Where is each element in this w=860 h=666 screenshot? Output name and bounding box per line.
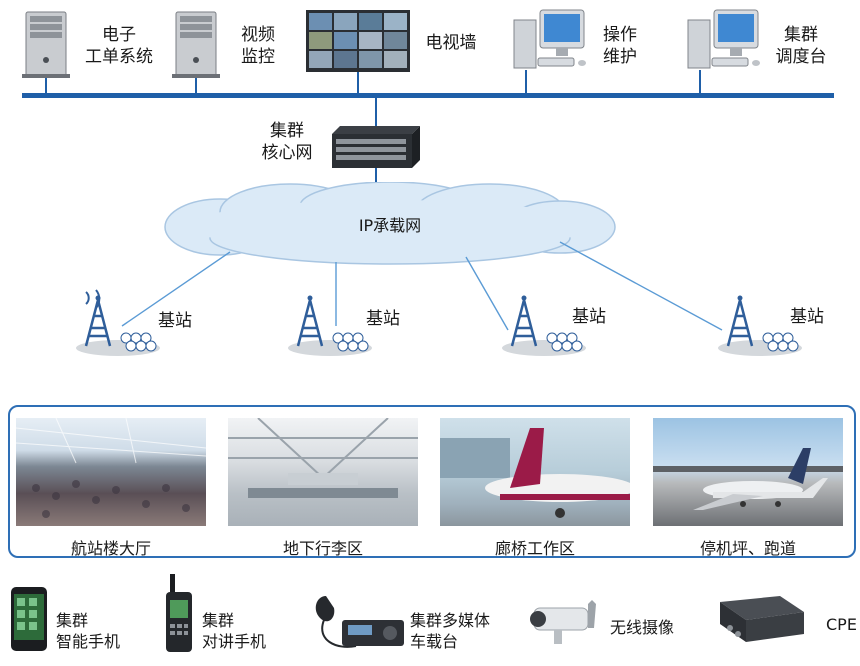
connector-line — [525, 70, 527, 94]
wireless-camera-icon — [530, 600, 596, 644]
terminal-label: CPE — [826, 615, 857, 634]
ops-label: 操作 维护 — [603, 25, 637, 67]
walkie-talkie-icon — [166, 574, 192, 652]
ework-label: 电子 工单系统 — [85, 25, 153, 67]
server-tower-icon — [172, 11, 220, 78]
scenes-panel — [8, 405, 856, 558]
terminal-label: 集群 智能手机 — [56, 611, 121, 651]
link-lines — [121, 241, 723, 331]
terminal-label: 无线摄像 — [610, 618, 675, 637]
cell-tower-icon — [502, 295, 586, 356]
core-label: 集群 核心网 — [261, 121, 313, 163]
base-station-label: 基站 — [158, 311, 192, 331]
cell-tower-icon — [288, 295, 372, 356]
terminal-label: 集群 对讲手机 — [202, 611, 267, 651]
terminal-hall-photo — [16, 418, 206, 526]
connector-line — [45, 78, 47, 94]
workstation-icon — [513, 9, 586, 69]
rack-server-icon — [332, 126, 420, 168]
network-bus — [22, 93, 834, 98]
video-label: 视频 监控 — [241, 25, 275, 67]
vehicle-radio-icon — [315, 596, 404, 648]
cell-tower-icon — [76, 289, 160, 356]
terminal-label: 集群多媒体 车载台 — [410, 611, 491, 651]
jet-bridge-photo — [440, 418, 630, 526]
base-station-label: 基站 — [572, 307, 606, 327]
connector-line — [375, 168, 377, 188]
baggage-area-photo — [228, 418, 418, 526]
base-station-label: 基站 — [366, 309, 400, 329]
apron-runway-photo — [653, 418, 843, 526]
scene-caption: 地下行李区 — [282, 539, 363, 558]
base-station-label: 基站 — [790, 307, 824, 327]
server-tower-icon — [22, 11, 70, 78]
cell-tower-icon — [718, 295, 802, 356]
cloud-icon — [164, 182, 616, 265]
video-wall-icon — [306, 10, 410, 72]
cpe-device-icon — [720, 596, 804, 642]
dispatch-label: 集群 调度台 — [775, 25, 827, 67]
connector-line — [195, 78, 197, 94]
scene-caption: 廊桥工作区 — [494, 539, 575, 558]
connector-line — [699, 70, 701, 94]
workstation-icon — [687, 9, 760, 69]
cloud-label: IP承载网 — [358, 216, 422, 235]
scene-caption: 航站楼大厅 — [70, 539, 151, 558]
smartphone-icon — [11, 587, 47, 651]
connector-line — [375, 98, 377, 128]
connector-line — [357, 72, 359, 94]
scene-caption: 停机坪、跑道 — [699, 539, 796, 558]
tvwall-label: 电视墙 — [425, 33, 477, 53]
